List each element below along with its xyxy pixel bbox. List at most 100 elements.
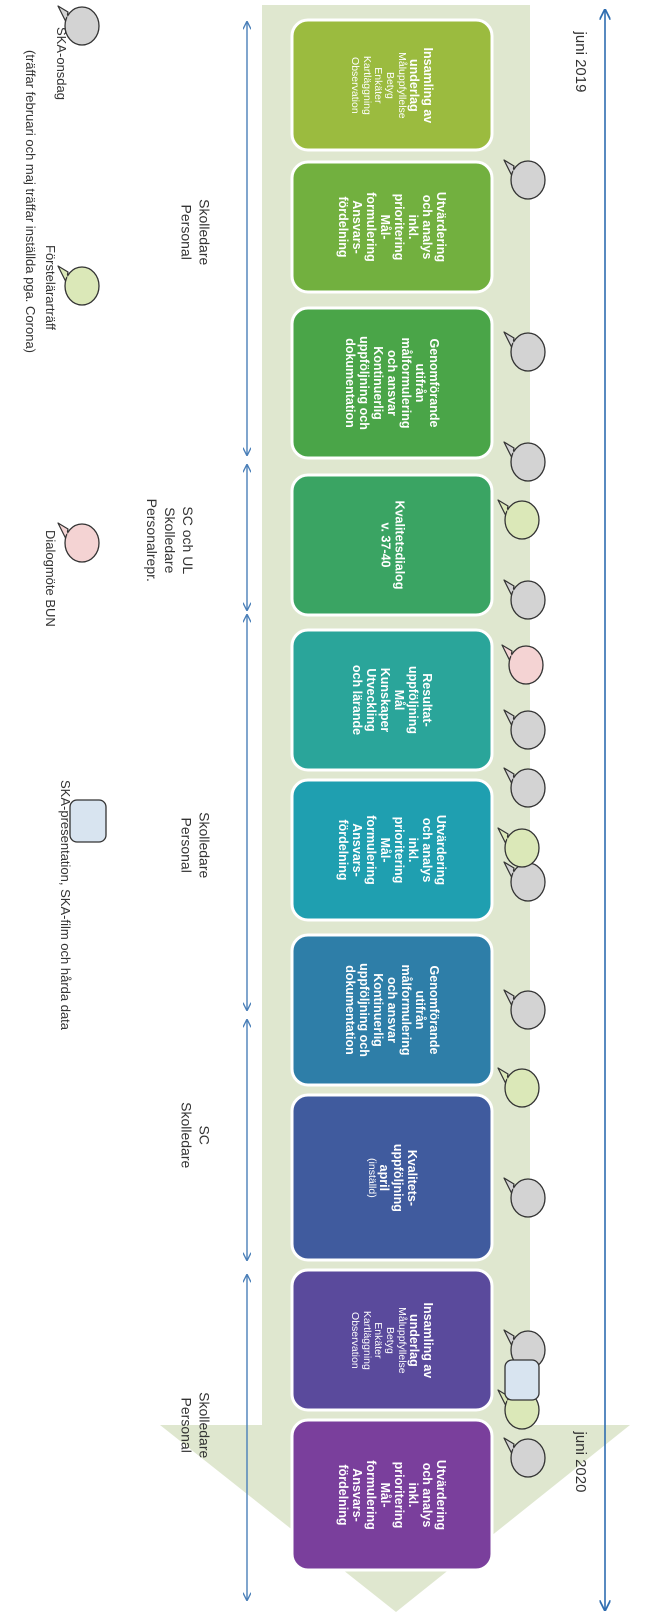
- process-step-line: Kartläggning: [361, 55, 374, 115]
- ska-onsdag-marker-icon-tail-fill: [508, 164, 515, 174]
- process-step-line: Kontinuerlig: [370, 346, 385, 420]
- ska-onsdag-marker-icon-tail-fill: [508, 866, 515, 876]
- process-step-line: Enkäter: [372, 66, 385, 104]
- process-step-line: Kvalitetsdialog: [391, 500, 406, 590]
- process-step-line: Kunskaper: [377, 667, 392, 733]
- process-step-line: Enkäter: [372, 1321, 385, 1359]
- process-step-line: och analys: [420, 194, 434, 260]
- process-step-line: Ansvars-: [350, 200, 364, 254]
- process-step-card: [290, 473, 494, 617]
- process-step-line: och analys: [420, 1462, 434, 1528]
- process-step-line: underlag: [407, 1313, 422, 1367]
- legend-presentation-title: SKA-presentation, SKA-film och hårda dat…: [58, 780, 73, 1031]
- process-step-card: [290, 933, 494, 1087]
- process-step-line: Utvärdering: [434, 1459, 448, 1531]
- ska-onsdag-marker-icon-tail-fill: [508, 1182, 515, 1192]
- process-step-line: v. 37-40: [377, 522, 392, 568]
- process-step-line: uppföljning: [405, 665, 420, 735]
- ska-onsdag-marker-icon: [510, 160, 546, 200]
- process-step-line: Måluppfyllelse: [396, 51, 409, 119]
- process-step-line: Observation: [349, 1311, 362, 1369]
- legend-ska-onsdag-note: (träffar februari och maj träffar instäl…: [23, 50, 38, 353]
- process-step-line: Kvalitets-: [404, 1149, 419, 1206]
- forstelarartraff-marker-icon-tail-fill: [502, 1072, 509, 1082]
- forstelarartraff-marker-icon: [504, 500, 540, 540]
- timeline-end-label: juni 2020: [572, 1431, 589, 1493]
- process-step-line: fördelning: [336, 196, 350, 258]
- process-step-line: inkl.: [406, 214, 420, 240]
- process-step-line: inkl.: [406, 1482, 420, 1508]
- dialogmote-marker-icon: [508, 645, 544, 685]
- process-step-line: Betyg: [384, 71, 397, 99]
- process-step-line: Måluppfyllelse: [396, 1306, 409, 1374]
- process-step-line: Utvärdering: [434, 191, 448, 263]
- ska-onsdag-marker-icon: [510, 862, 546, 902]
- participant-label: Skolledare: [162, 506, 179, 574]
- process-step-line: målformulering: [398, 964, 413, 1056]
- legend-ska-onsdag-icon: [64, 6, 100, 46]
- ska-onsdag-marker-icon: [510, 580, 546, 620]
- participant-label: Personalrepr.: [143, 498, 160, 582]
- process-step-line: Resultat-: [419, 673, 434, 727]
- process-step-line: dokumentation: [342, 965, 357, 1055]
- process-step-line: underlag: [407, 58, 422, 112]
- process-step-line: Genomförande: [426, 338, 441, 428]
- participant-label: SC och UL: [180, 506, 197, 574]
- ska-onsdag-marker-icon-tail-fill: [508, 446, 515, 456]
- legend-dialogmote-icon-tail-fill: [62, 527, 69, 537]
- process-step-line: Observation: [349, 56, 362, 114]
- process-step-line: dokumentation: [342, 338, 357, 428]
- process-step-card: [290, 1093, 494, 1262]
- ska-onsdag-marker-icon: [510, 332, 546, 372]
- process-step-line: april: [376, 1164, 391, 1191]
- legend-forstelarartraff-icon-tail-fill: [62, 270, 69, 280]
- forstelarartraff-marker-icon-tail-fill: [502, 1394, 509, 1404]
- participant-label: Skolledare: [196, 811, 213, 879]
- ska-onsdag-marker-icon-tail-fill: [508, 336, 515, 346]
- process-step-line: Utvärdering: [434, 814, 448, 886]
- ska-onsdag-marker-icon: [510, 442, 546, 482]
- process-step-card: [290, 1418, 494, 1572]
- process-step-line: Betyg: [384, 1326, 397, 1354]
- ska-onsdag-marker-icon-tail-fill: [508, 1442, 515, 1452]
- process-step-line: målformulering: [398, 337, 413, 429]
- process-step-line: Ansvars-: [350, 1468, 364, 1522]
- process-step-line: Kartläggning: [361, 1310, 374, 1370]
- process-step-line: Mål-: [378, 837, 392, 863]
- process-step-line: och lärande: [349, 664, 364, 736]
- legend-ska-onsdag-title: SKA-onsdag: [54, 27, 69, 100]
- process-step-line: Insamling av: [421, 1302, 436, 1378]
- ska-onsdag-marker-icon-tail-fill: [508, 1334, 515, 1344]
- process-step-line: Genomförande: [426, 965, 441, 1055]
- process-step-line: Mål: [391, 689, 406, 711]
- participant-label: Skolledare: [196, 1391, 213, 1459]
- process-step-line: Ansvars-: [350, 823, 364, 877]
- participant-label: Personal: [178, 1397, 194, 1453]
- forstelarartraff-marker-icon: [504, 1068, 540, 1108]
- timeline-start-label: juni 2019: [572, 31, 589, 93]
- process-step-line: uppföljning och: [356, 336, 371, 430]
- ska-onsdag-marker-icon: [510, 710, 546, 750]
- process-step-line: prioritering: [392, 1461, 406, 1529]
- participant-label: Skolledare: [196, 198, 213, 266]
- process-step-line: Insamling av: [421, 47, 436, 123]
